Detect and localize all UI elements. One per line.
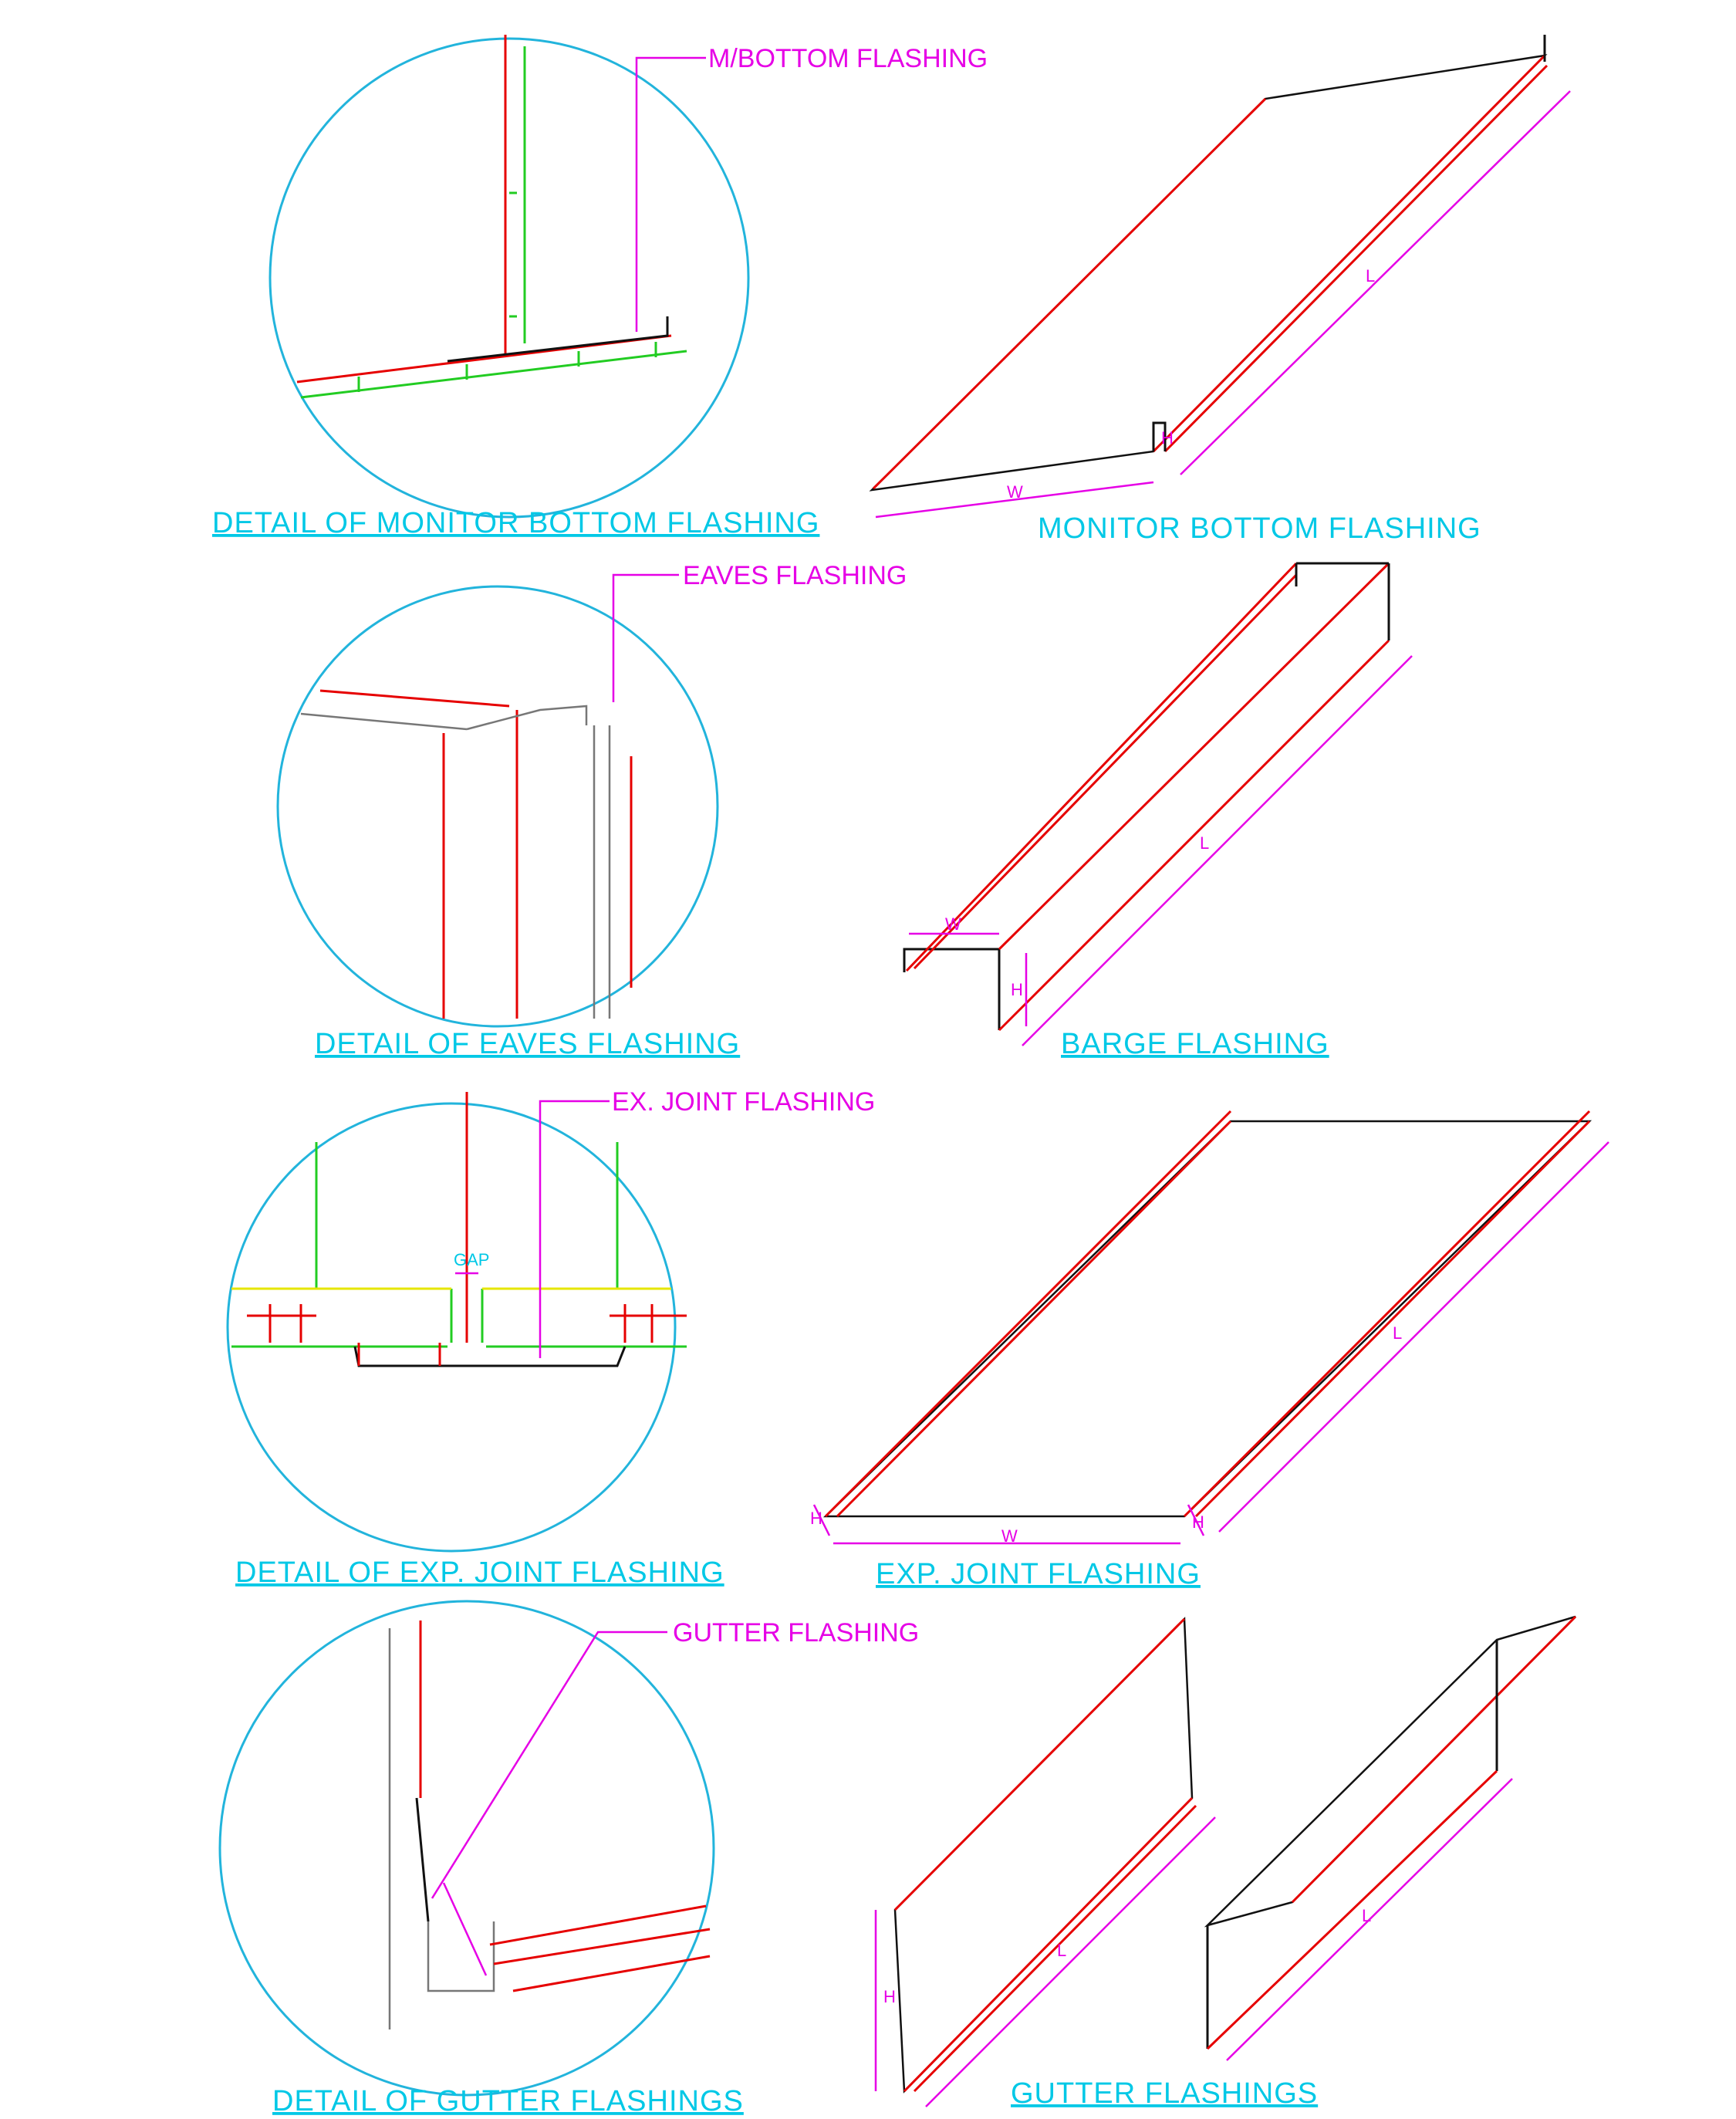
dim-l: L	[1200, 833, 1209, 853]
detail-eaves-flashing: EAVES FLASHING DETAIL OF EAVES FLASHING	[276, 561, 907, 1060]
detail-circle	[226, 1102, 677, 1553]
caption-detail-gutter: DETAIL OF GUTTER FLASHINGS	[272, 2085, 744, 2117]
dim-l1: L	[1057, 1941, 1066, 1960]
caption-gutter-flashings: GUTTER FLASHINGS	[1011, 2077, 1318, 2110]
dim-w: W	[945, 914, 961, 934]
caption-detail-exp-joint: DETAIL OF EXP. JOINT FLASHING	[235, 1556, 724, 1589]
dim-w: W	[1007, 482, 1023, 502]
caption-barge-flashing: BARGE FLASHING	[1061, 1028, 1329, 1060]
caption-detail-monitor: DETAIL OF MONITOR BOTTOM FLASHING	[212, 507, 819, 539]
detail-monitor-bottom-flashing: M/BOTTOM FLASHING DETAIL OF MONITOR BOTT…	[212, 35, 988, 539]
dim-l: L	[1366, 266, 1375, 286]
callout-m-bottom-flashing: M/BOTTOM FLASHING	[708, 44, 988, 73]
dim-h: H	[883, 1987, 896, 2006]
dim-h-right: H	[1192, 1512, 1204, 1532]
iso-monitor-bottom-flashing: W L H MONITOR BOTTOM FLASHING	[869, 35, 1571, 545]
dim-l: L	[1393, 1323, 1402, 1343]
iso-gutter-flashings: H L L GUTTER FLASHINGS	[874, 1615, 1577, 2110]
detail-gutter-flashing: GUTTER FLASHING DETAIL OF GUTTER FLASHIN…	[218, 1600, 919, 2117]
callout-eaves-flashing: EAVES FLASHING	[683, 561, 907, 590]
detail-circle	[269, 37, 750, 519]
caption-exp-joint-flashing: EXP. JOINT FLASHING	[876, 1558, 1201, 1590]
iso-exp-joint-flashing: W L H H EXP. JOINT FLASHING	[810, 1110, 1609, 1590]
dim-l2: L	[1362, 1906, 1371, 1925]
dim-h-left: H	[810, 1509, 822, 1528]
dim-h: H	[1011, 980, 1023, 999]
caption-monitor-bottom-flashing: MONITOR BOTTOM FLASHING	[1038, 512, 1481, 545]
gap-label: GAP	[454, 1250, 489, 1269]
caption-detail-eaves: DETAIL OF EAVES FLASHING	[315, 1028, 740, 1060]
dim-w: W	[1001, 1526, 1018, 1546]
dim-h: H	[1161, 428, 1174, 448]
iso-barge-flashing: W H L BARGE FLASHING	[903, 562, 1413, 1060]
callout-ex-joint-flashing: EX. JOINT FLASHING	[612, 1087, 875, 1117]
callout-gutter-flashing: GUTTER FLASHING	[673, 1618, 919, 1648]
detail-circle	[276, 585, 719, 1028]
detail-exp-joint-flashing: GAP EX. JOINT FLASHING DETAIL OF EXP. JO…	[226, 1087, 875, 1589]
detail-circle	[218, 1600, 715, 2097]
